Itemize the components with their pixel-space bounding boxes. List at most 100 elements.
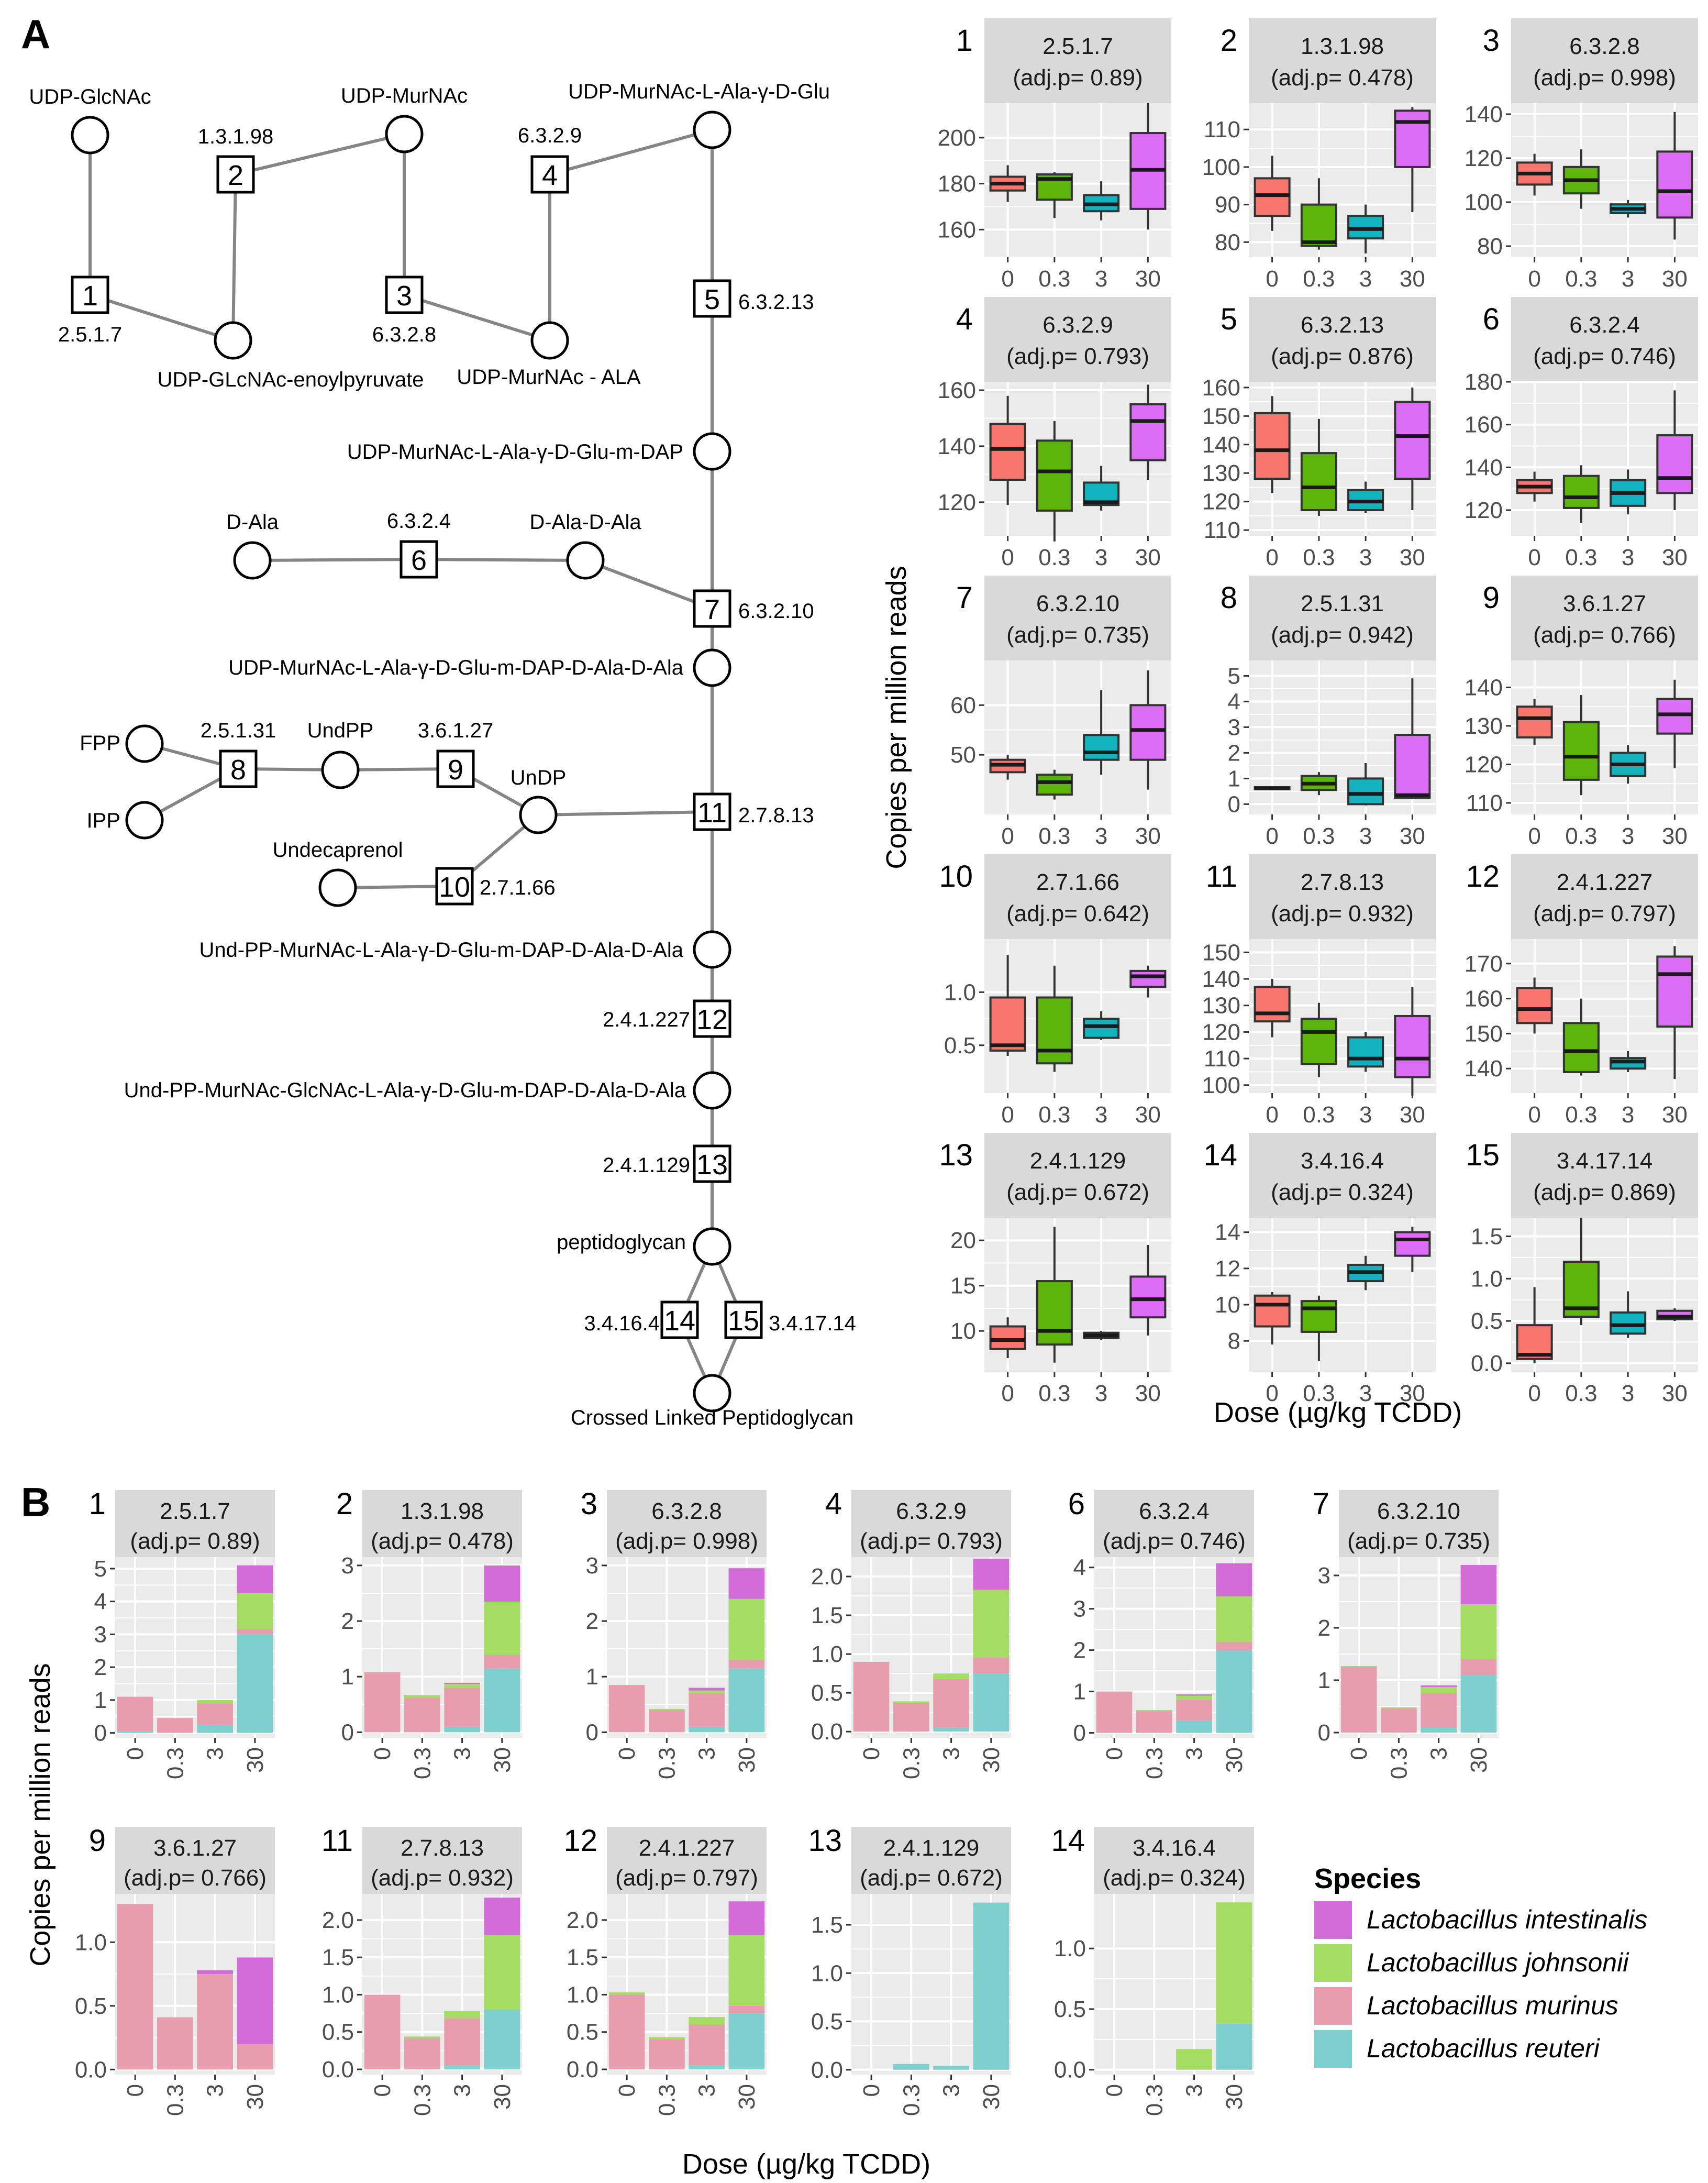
y-tick-label: 1.0 <box>1471 1266 1503 1292</box>
legend-swatch <box>1314 2030 1352 2068</box>
facet-pval-label: (adj.p= 0.793) <box>1006 344 1149 369</box>
enzyme-number: 1 <box>82 280 98 312</box>
bar-segment <box>197 1703 233 1725</box>
boxplot-facet: 2.7.8.13(adj.p= 0.932)111001101201301401… <box>1202 854 1436 1128</box>
bar-segment <box>444 1684 480 1688</box>
stacked-bar-dose-30 <box>1216 1563 1252 1733</box>
box-iqr <box>1562 475 1600 509</box>
bar-segment <box>1216 1596 1252 1642</box>
stacked-bar-dose-0.3 <box>157 2017 193 2070</box>
pathway-edge <box>340 767 456 771</box>
enzyme-box <box>385 275 424 314</box>
x-tick-label: 0.3 <box>409 2084 435 2116</box>
stacked-bar-dose-0 <box>364 1994 401 2070</box>
x-tick-label: 3 <box>1095 1102 1107 1128</box>
box-dose-3 <box>1610 469 1647 515</box>
x-tick-label: 3 <box>1359 545 1372 570</box>
ec-label-15: 3.4.17.14 <box>769 1312 856 1335</box>
panel-b-xlabel: Dose (µg/kg TCDD) <box>682 2148 930 2180</box>
x-tick-label: 0 <box>1102 2084 1127 2097</box>
y-tick-label: 0 <box>94 1721 107 1746</box>
ec-label-9: 3.6.1.27 <box>418 719 494 742</box>
bar-segment <box>1176 2049 1212 2070</box>
x-tick-label: 3 <box>939 2084 964 2097</box>
facet-strip <box>1511 1133 1698 1218</box>
facet-strip <box>1249 576 1436 660</box>
bar-segment <box>649 2039 685 2070</box>
facet-strip <box>1511 297 1698 382</box>
facet-strip <box>1249 854 1436 939</box>
label-udp-murnac-dap: UDP-MurNAc-L-Ala-γ-D-Glu-m-DAP <box>347 440 683 464</box>
x-tick-label: 0 <box>123 1747 148 1760</box>
facet-ec-label: 6.3.2.4 <box>1139 1498 1210 1524</box>
x-tick-label: 30 <box>1662 1381 1688 1406</box>
y-tick-label: 120 <box>938 490 976 515</box>
y-tick-label: 1.5 <box>1471 1224 1503 1250</box>
y-tick-label: 2 <box>1073 1638 1086 1663</box>
y-tick-label: 1 <box>1318 1668 1330 1693</box>
enzyme-box <box>400 540 438 579</box>
x-tick-label: 30 <box>1400 545 1425 570</box>
stacked-bar-dose-0.3 <box>893 2064 929 2070</box>
x-tick-label: 3 <box>1359 823 1372 849</box>
facet-ec-label: 2.5.1.31 <box>1301 591 1384 616</box>
y-tick-label: 140 <box>1202 432 1240 458</box>
box-iqr <box>1254 412 1291 480</box>
bar-segment <box>933 1679 969 1728</box>
bar-segment <box>933 1673 969 1679</box>
box-dose-3 <box>1347 1255 1384 1291</box>
x-tick-label: 0.3 <box>1565 266 1597 292</box>
box-dose-0 <box>989 955 1026 1056</box>
stacked-bar-dose-0 <box>853 1661 890 1732</box>
bar-segment <box>649 1708 685 1710</box>
stacked-bar-dose-3 <box>444 1682 480 1733</box>
facet-ec-label: 1.3.1.98 <box>1301 34 1384 59</box>
stacked-bar-dose-3 <box>1176 2049 1212 2070</box>
box-dose-3 <box>1610 1291 1647 1338</box>
stacked-bar-dose-0 <box>608 1685 645 1733</box>
facet-pval-label: (adj.p= 0.324) <box>1271 1179 1414 1205</box>
enzyme-box <box>693 792 731 831</box>
y-tick-label: 1.5 <box>811 1912 843 1938</box>
facet-number: 6 <box>1068 1487 1085 1521</box>
box-iqr <box>1347 777 1384 806</box>
bar-segment <box>893 1703 929 1732</box>
facet-number: 3 <box>1483 24 1500 58</box>
enzyme-number: 13 <box>696 1149 728 1181</box>
x-tick-label: 0.3 <box>409 1747 435 1779</box>
facet-pval-label: (adj.p= 0.998) <box>1533 65 1676 91</box>
enzyme-box <box>219 749 258 788</box>
x-tick-label: 0 <box>1001 266 1014 292</box>
bar-segment <box>237 2044 273 2070</box>
stacked-bar-dose-0.3 <box>1381 1707 1417 1733</box>
y-tick-label: 0.5 <box>322 2020 354 2045</box>
box-dose-0 <box>1516 471 1553 502</box>
box-dose-0.3 <box>1036 1227 1073 1363</box>
box-dose-3 <box>1610 1051 1647 1072</box>
label-udp-glcnac-enoyl: UDP-GLcNAc-enoylpyruvate <box>157 368 424 391</box>
facet-ec-label: 2.7.8.13 <box>1301 869 1384 895</box>
facet-strip <box>851 1490 1011 1557</box>
x-tick-label: 0 <box>614 1747 640 1760</box>
x-tick-label: 30 <box>1662 1102 1688 1128</box>
bar-segment <box>444 1682 480 1684</box>
bar-segment <box>237 1565 273 1593</box>
bar-segment <box>608 1685 645 1733</box>
x-tick-label: 0.3 <box>1303 545 1335 570</box>
y-tick-label: 3 <box>586 1553 598 1579</box>
x-tick-label: 3 <box>1359 1102 1372 1128</box>
box-dose-0.3 <box>1300 1295 1337 1361</box>
facet-pval-label: (adj.p= 0.735) <box>1006 622 1149 648</box>
box-iqr <box>1036 774 1073 796</box>
x-tick-label: 0.3 <box>899 1747 924 1779</box>
facet-ec-label: 2.4.1.129 <box>1030 1148 1126 1174</box>
facet-number: 4 <box>825 1487 842 1521</box>
bar-segment <box>404 2038 440 2070</box>
enzyme-number: 8 <box>230 754 246 786</box>
stacked-bar-dose-30 <box>728 1901 765 2070</box>
label-crosslinked: Crossed Linked Peptidoglycan <box>571 1406 853 1429</box>
metabolite-node <box>693 648 731 687</box>
